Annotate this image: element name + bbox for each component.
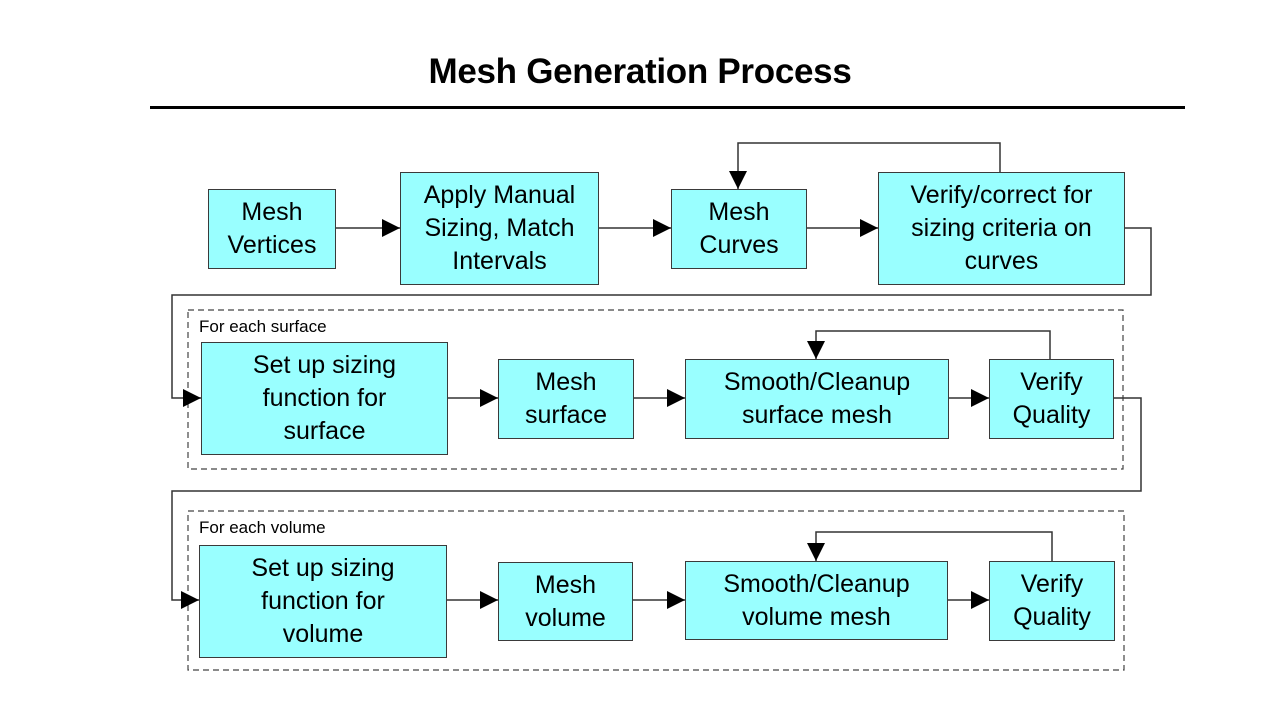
loop-verify-to-curves: [729, 142, 1001, 189]
step-smooth-cleanup-surface: Smooth/Cleanup surface mesh: [685, 359, 949, 439]
step-verify-quality-volume: Verify Quality: [989, 561, 1115, 641]
step-mesh-vertices: Mesh Vertices: [208, 189, 336, 269]
step-setup-sizing-volume: Set up sizing function for volume: [199, 545, 447, 658]
step-apply-manual-sizing: Apply Manual Sizing, Match Intervals: [400, 172, 599, 285]
title-divider: [150, 106, 1185, 109]
step-mesh-curves: Mesh Curves: [671, 189, 807, 269]
step-setup-sizing-surface: Set up sizing function for surface: [201, 342, 448, 455]
page-title: Mesh Generation Process: [428, 52, 852, 91]
volume-group-frame: [187, 510, 1125, 671]
step-verify-quality-surface: Verify Quality: [989, 359, 1114, 439]
arrow-surface-to-volume: [171, 397, 1142, 609]
step-verify-correct-curves: Verify/correct for sizing criteria on cu…: [878, 172, 1125, 285]
loop-verify-to-smooth-volume: [807, 531, 1053, 561]
surface-group-label: For each surface: [199, 317, 327, 336]
surface-group-frame: [187, 309, 1124, 470]
step-smooth-cleanup-volume: Smooth/Cleanup volume mesh: [685, 561, 948, 640]
arrow-row1-to-surface: [171, 227, 1152, 407]
step-mesh-volume: Mesh volume: [498, 562, 633, 641]
volume-group-label: For each volume: [199, 518, 326, 537]
step-mesh-surface: Mesh surface: [498, 359, 634, 439]
loop-verify-to-smooth-surface: [807, 330, 1051, 359]
